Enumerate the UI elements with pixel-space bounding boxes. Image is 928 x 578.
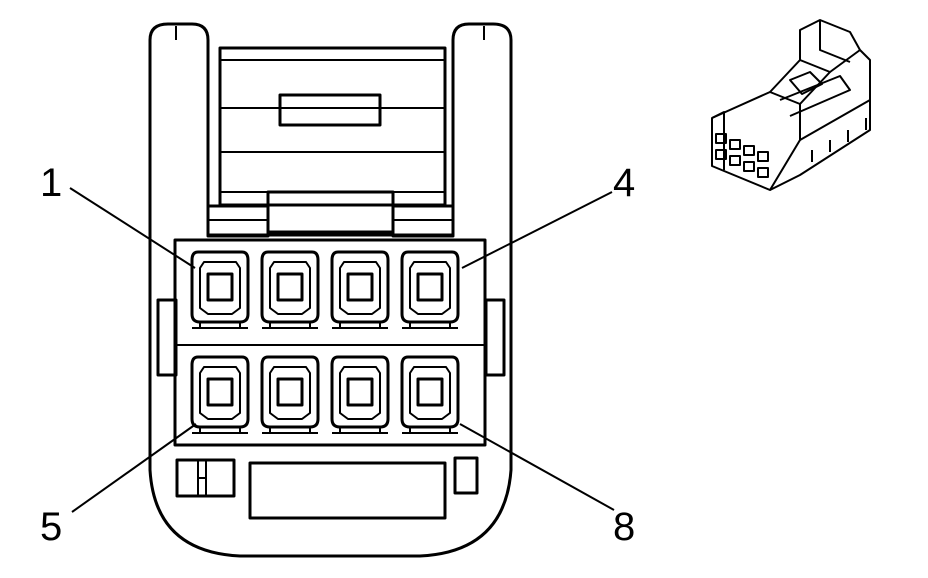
terminal-cavity-1 — [190, 250, 250, 329]
cavity-block — [156, 238, 506, 447]
leader-line-pin-1 — [69, 187, 196, 269]
connector-isometric-view — [711, 19, 871, 191]
leader-line-pin-5 — [71, 423, 197, 513]
terminal-cavity-4 — [400, 250, 460, 329]
pin-labels: 1 4 5 8 — [40, 161, 635, 549]
terminal-cavity-3 — [330, 250, 390, 329]
locking-tab — [206, 46, 455, 238]
connector-housing-outline — [148, 22, 513, 558]
pin-label-4: 4 — [613, 161, 635, 205]
leader-line-pin-4 — [461, 191, 613, 269]
pin-label-1: 1 — [40, 161, 62, 205]
terminal-cavity-6 — [260, 355, 320, 434]
pin-label-8: 8 — [613, 505, 635, 549]
bottom-features — [175, 456, 479, 520]
terminal-cavity-7 — [330, 355, 390, 434]
terminal-cavities — [190, 250, 460, 434]
terminal-cavity-5 — [190, 355, 250, 434]
pin-label-5: 5 — [40, 505, 62, 549]
callout-leaders — [69, 187, 615, 513]
connector-face-view — [148, 22, 513, 558]
terminal-cavity-2 — [260, 250, 320, 329]
leader-line-pin-8 — [459, 423, 615, 511]
terminal-cavity-8 — [400, 355, 460, 434]
